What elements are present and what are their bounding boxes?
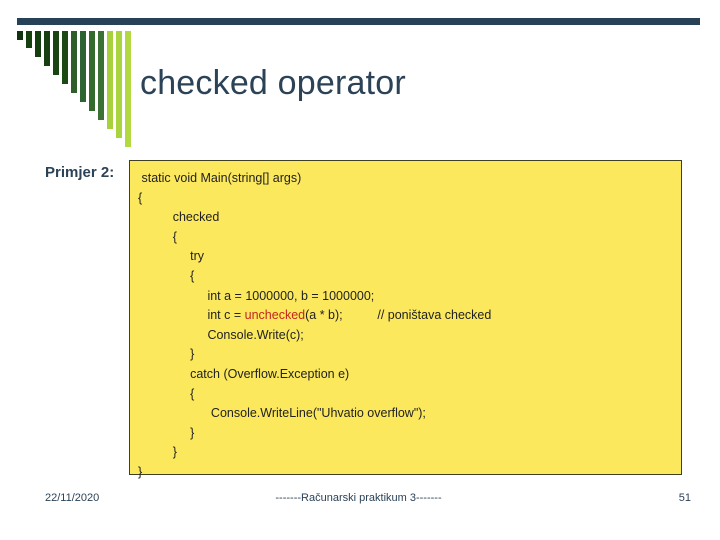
footer-divider	[17, 484, 700, 487]
footer-date: 22/11/2020	[45, 492, 100, 504]
code-line-5: {	[138, 268, 195, 283]
code-keyword-unchecked: unchecked	[244, 308, 306, 323]
code-line-0: static void Main(string[] args)	[138, 171, 302, 185]
code-line-1: {	[138, 190, 143, 205]
code-line-14: }	[138, 445, 177, 460]
code-text: int c =	[138, 308, 245, 323]
decor-bar-10	[107, 31, 113, 129]
code-line-6: int a = 1000000, b = 1000000;	[138, 288, 375, 303]
code-block-panel: static void Main(string[] args) { checked…	[129, 160, 682, 479]
example-label: Primjer 2:	[45, 164, 115, 181]
code-line-12: Console.WriteLine("Uhvatio overflow");	[138, 406, 426, 421]
slide-footer: 22/11/2020 -------Računarski praktikum 3…	[17, 492, 700, 510]
code-line-7: int c = unchecked(a * b); // poništava c…	[130, 306, 681, 326]
decor-bar-2	[35, 31, 41, 57]
footer-course-name: -------Računarski praktikum 3-------	[275, 492, 442, 504]
decor-bar-3	[44, 31, 50, 66]
decor-bar-8	[89, 31, 95, 111]
code-line-2: checked	[138, 210, 220, 225]
code-line-15: }	[138, 464, 143, 479]
decor-bar-9	[98, 31, 104, 120]
decor-bar-7	[80, 31, 86, 102]
decor-bar-4	[53, 31, 59, 75]
code-line-10: catch (Overflow.Exception e)	[138, 366, 350, 381]
decorative-green-bars	[17, 31, 131, 147]
top-accent-rule	[17, 18, 700, 25]
code-text: (a * b);	[305, 308, 343, 323]
code-line-8: Console.Write(c);	[138, 327, 304, 342]
code-line-11: {	[138, 386, 195, 401]
code-line-13: }	[138, 425, 195, 440]
decor-bar-11	[116, 31, 122, 138]
footer-page-number: 51	[678, 492, 691, 504]
code-line-3: {	[138, 229, 177, 244]
decor-bar-1	[26, 31, 32, 48]
code-comment: // poništava checked	[342, 308, 492, 323]
code-line-4: try	[138, 249, 204, 264]
code-line-9: }	[138, 347, 195, 362]
decor-bar-5	[62, 31, 68, 84]
decor-bar-12	[125, 31, 131, 147]
decor-bar-0	[17, 31, 23, 40]
decor-bar-6	[71, 31, 77, 93]
page-title: checked operator	[140, 64, 406, 102]
